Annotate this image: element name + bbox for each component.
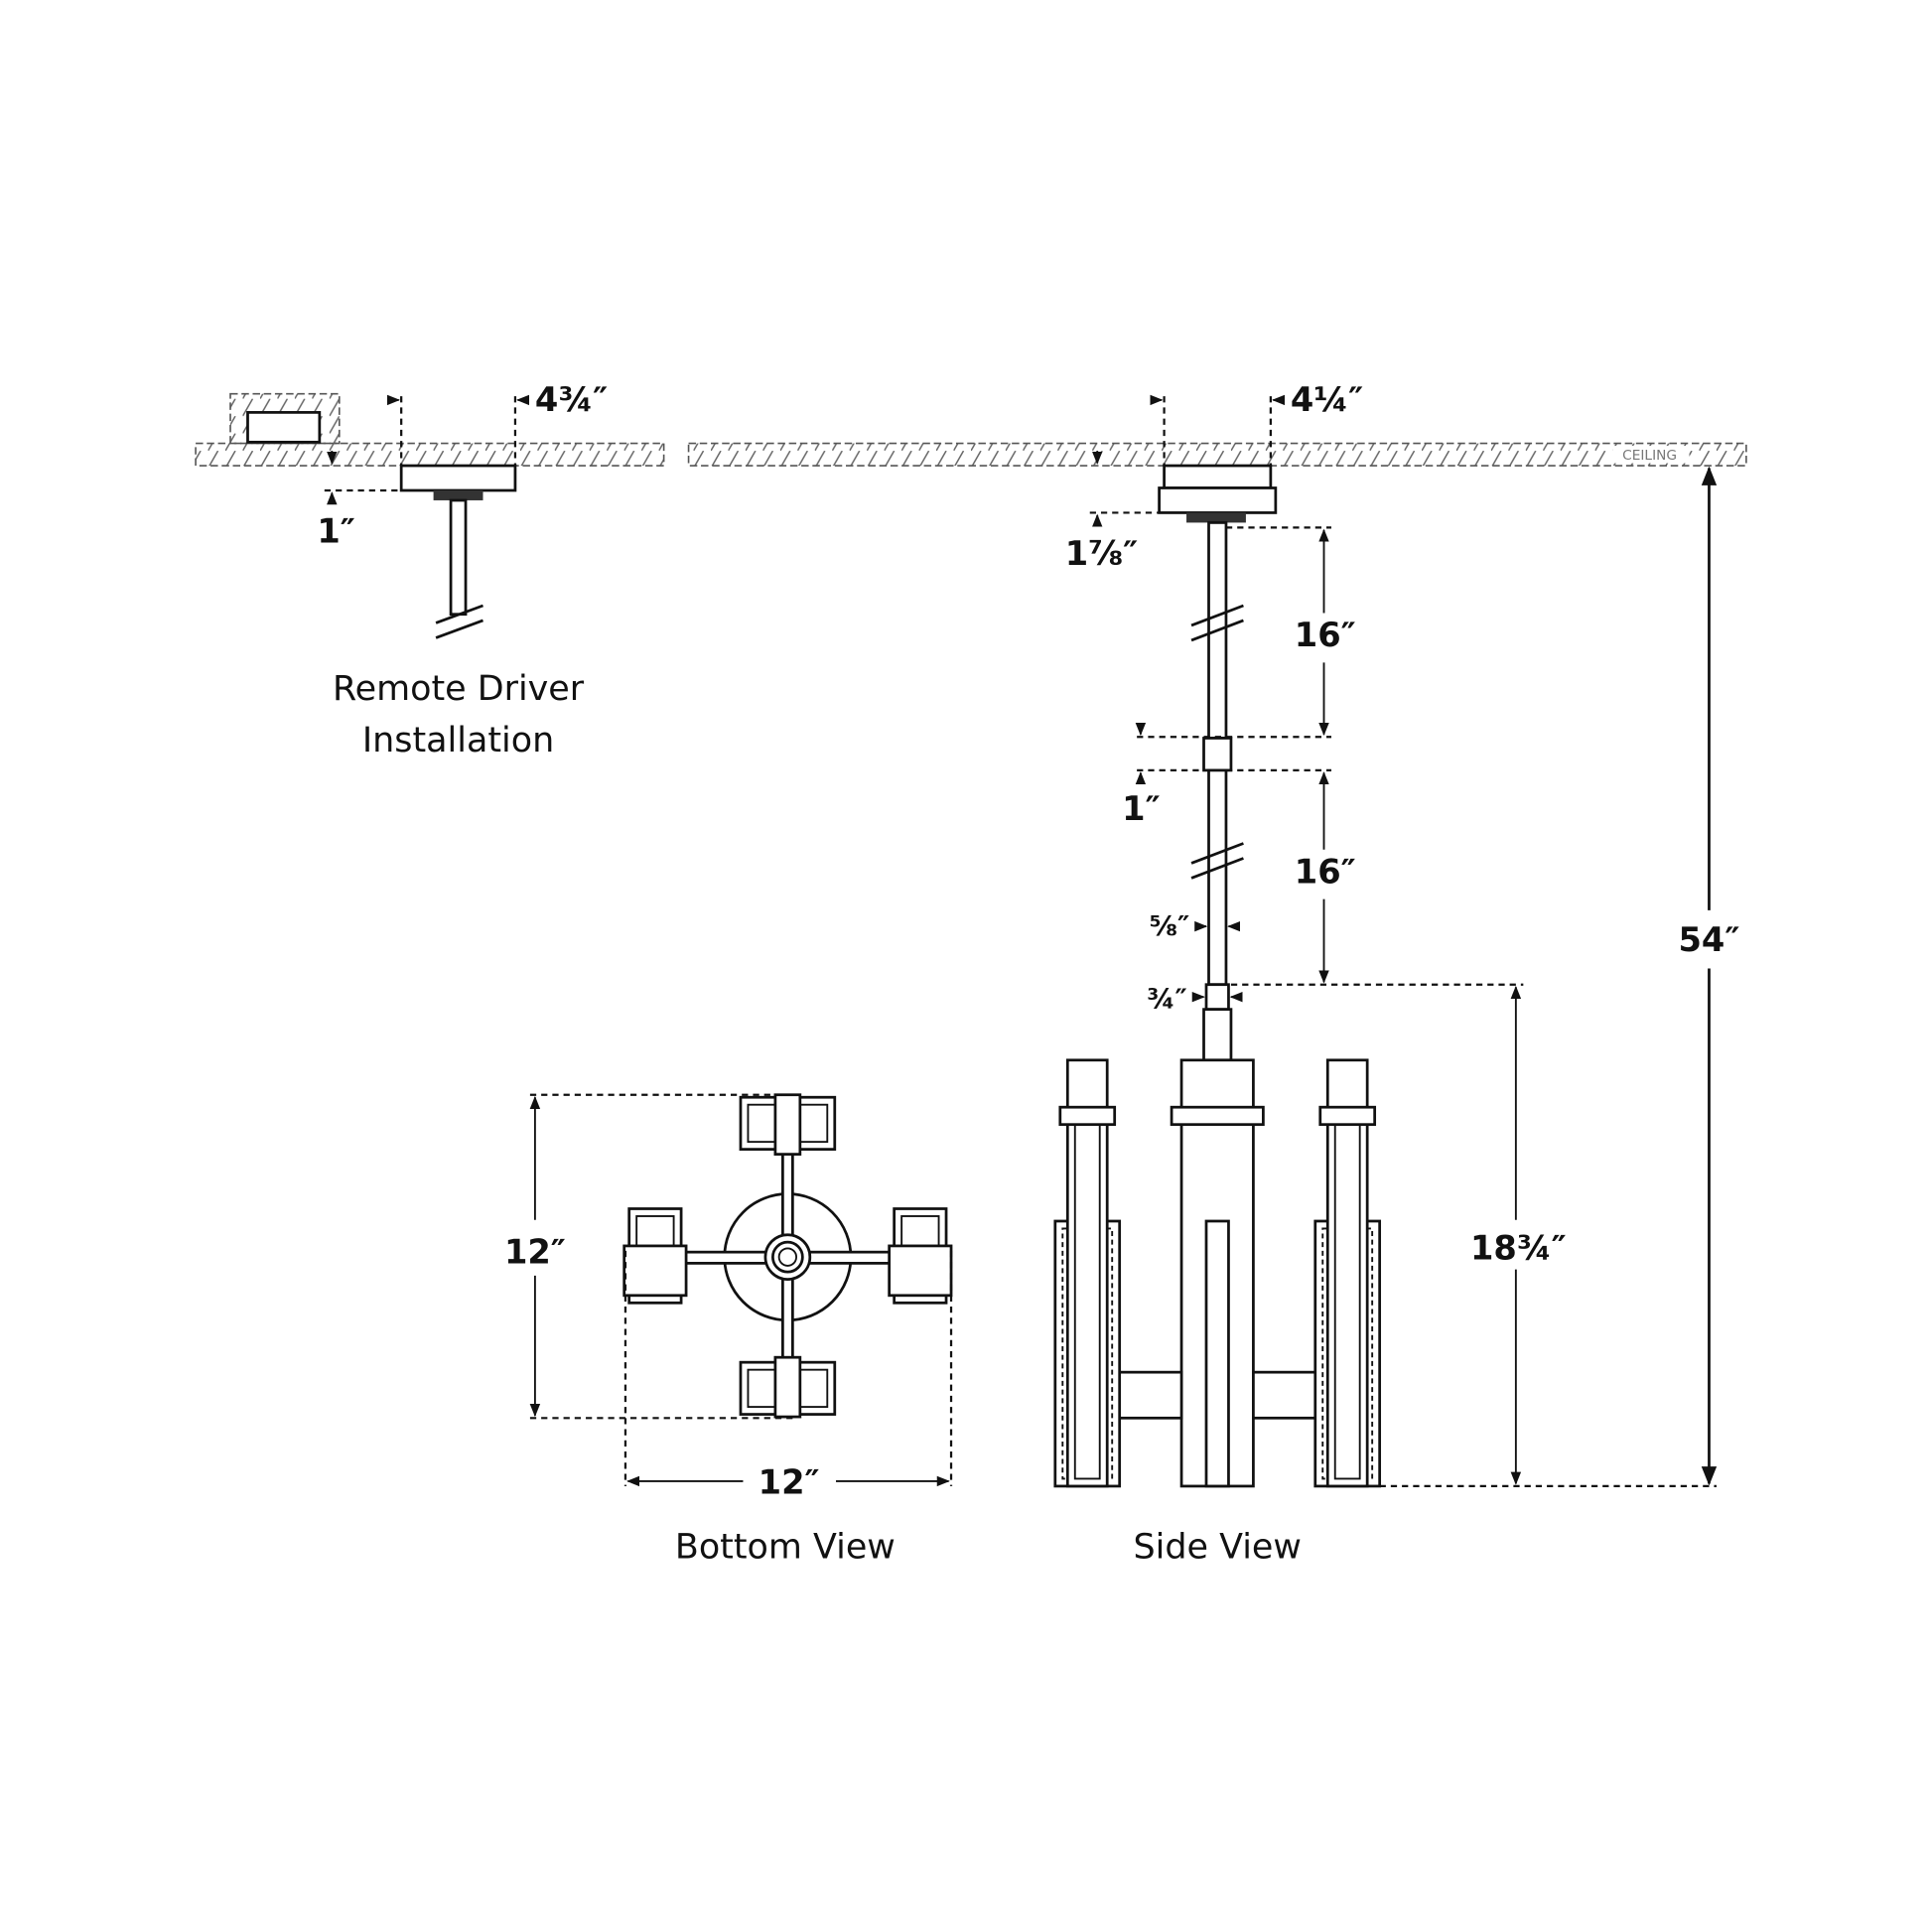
stem-tube [1202, 1008, 1233, 1062]
bottom-view-title: Bottom View [675, 1527, 896, 1567]
width-label: 12″ [759, 1462, 820, 1501]
coupling-label: 1″ [1122, 789, 1160, 828]
side-view-title: Side View [1134, 1527, 1302, 1567]
remote-canopy-width-label: 4¾″ [535, 380, 608, 419]
canopy-height-label: 1⅞″ [1065, 534, 1138, 573]
remote-driver-title-1: Remote Driver [333, 669, 585, 709]
left-collar [1058, 1105, 1117, 1127]
right-collar [1318, 1105, 1377, 1127]
right-arm [1252, 1370, 1322, 1420]
center-slot [1204, 1219, 1230, 1488]
depth-label: 12″ [504, 1232, 566, 1271]
canopy-width-label: 4¼″ [1291, 380, 1363, 419]
stem [449, 498, 468, 617]
canopy [1163, 464, 1273, 489]
fixture-height-label: 18¾″ [1470, 1229, 1567, 1268]
canopy-nut [1186, 512, 1246, 523]
bottom-view: 12″ 12″ Bottom View [504, 1093, 953, 1567]
stem-diameter-label: ⅝″ [1150, 911, 1190, 942]
stem-coupling [1202, 737, 1233, 772]
canopy [399, 464, 517, 492]
remote-driver-view: 4¾″ 1″ Remote Driver Installation [195, 380, 665, 760]
remote-canopy-height-label: 1″ [317, 511, 354, 550]
ceiling-label: CEILING [1622, 448, 1677, 464]
ceiling-right [687, 442, 1747, 467]
canopy-nut [433, 489, 483, 500]
stem-upper-label: 16″ [1295, 616, 1356, 654]
collar-label: ¾″ [1147, 984, 1187, 1015]
canopy-plate [1158, 486, 1278, 514]
ceiling-left [195, 442, 665, 467]
stem-lower-label: 16″ [1295, 852, 1356, 891]
stem-collar [1204, 983, 1230, 1012]
overall-height-label: 54″ [1679, 920, 1740, 959]
stem-lower [1207, 768, 1228, 987]
remote-driver-box [246, 411, 322, 444]
remote-driver-title-2: Installation [362, 721, 554, 760]
side-view: CEILING 4¼″ 1⅞″ 16″ 16″ 1″ ⅝″ ¾″ [687, 380, 1747, 1567]
left-arm [1113, 1370, 1183, 1420]
center-collar [1170, 1105, 1265, 1127]
